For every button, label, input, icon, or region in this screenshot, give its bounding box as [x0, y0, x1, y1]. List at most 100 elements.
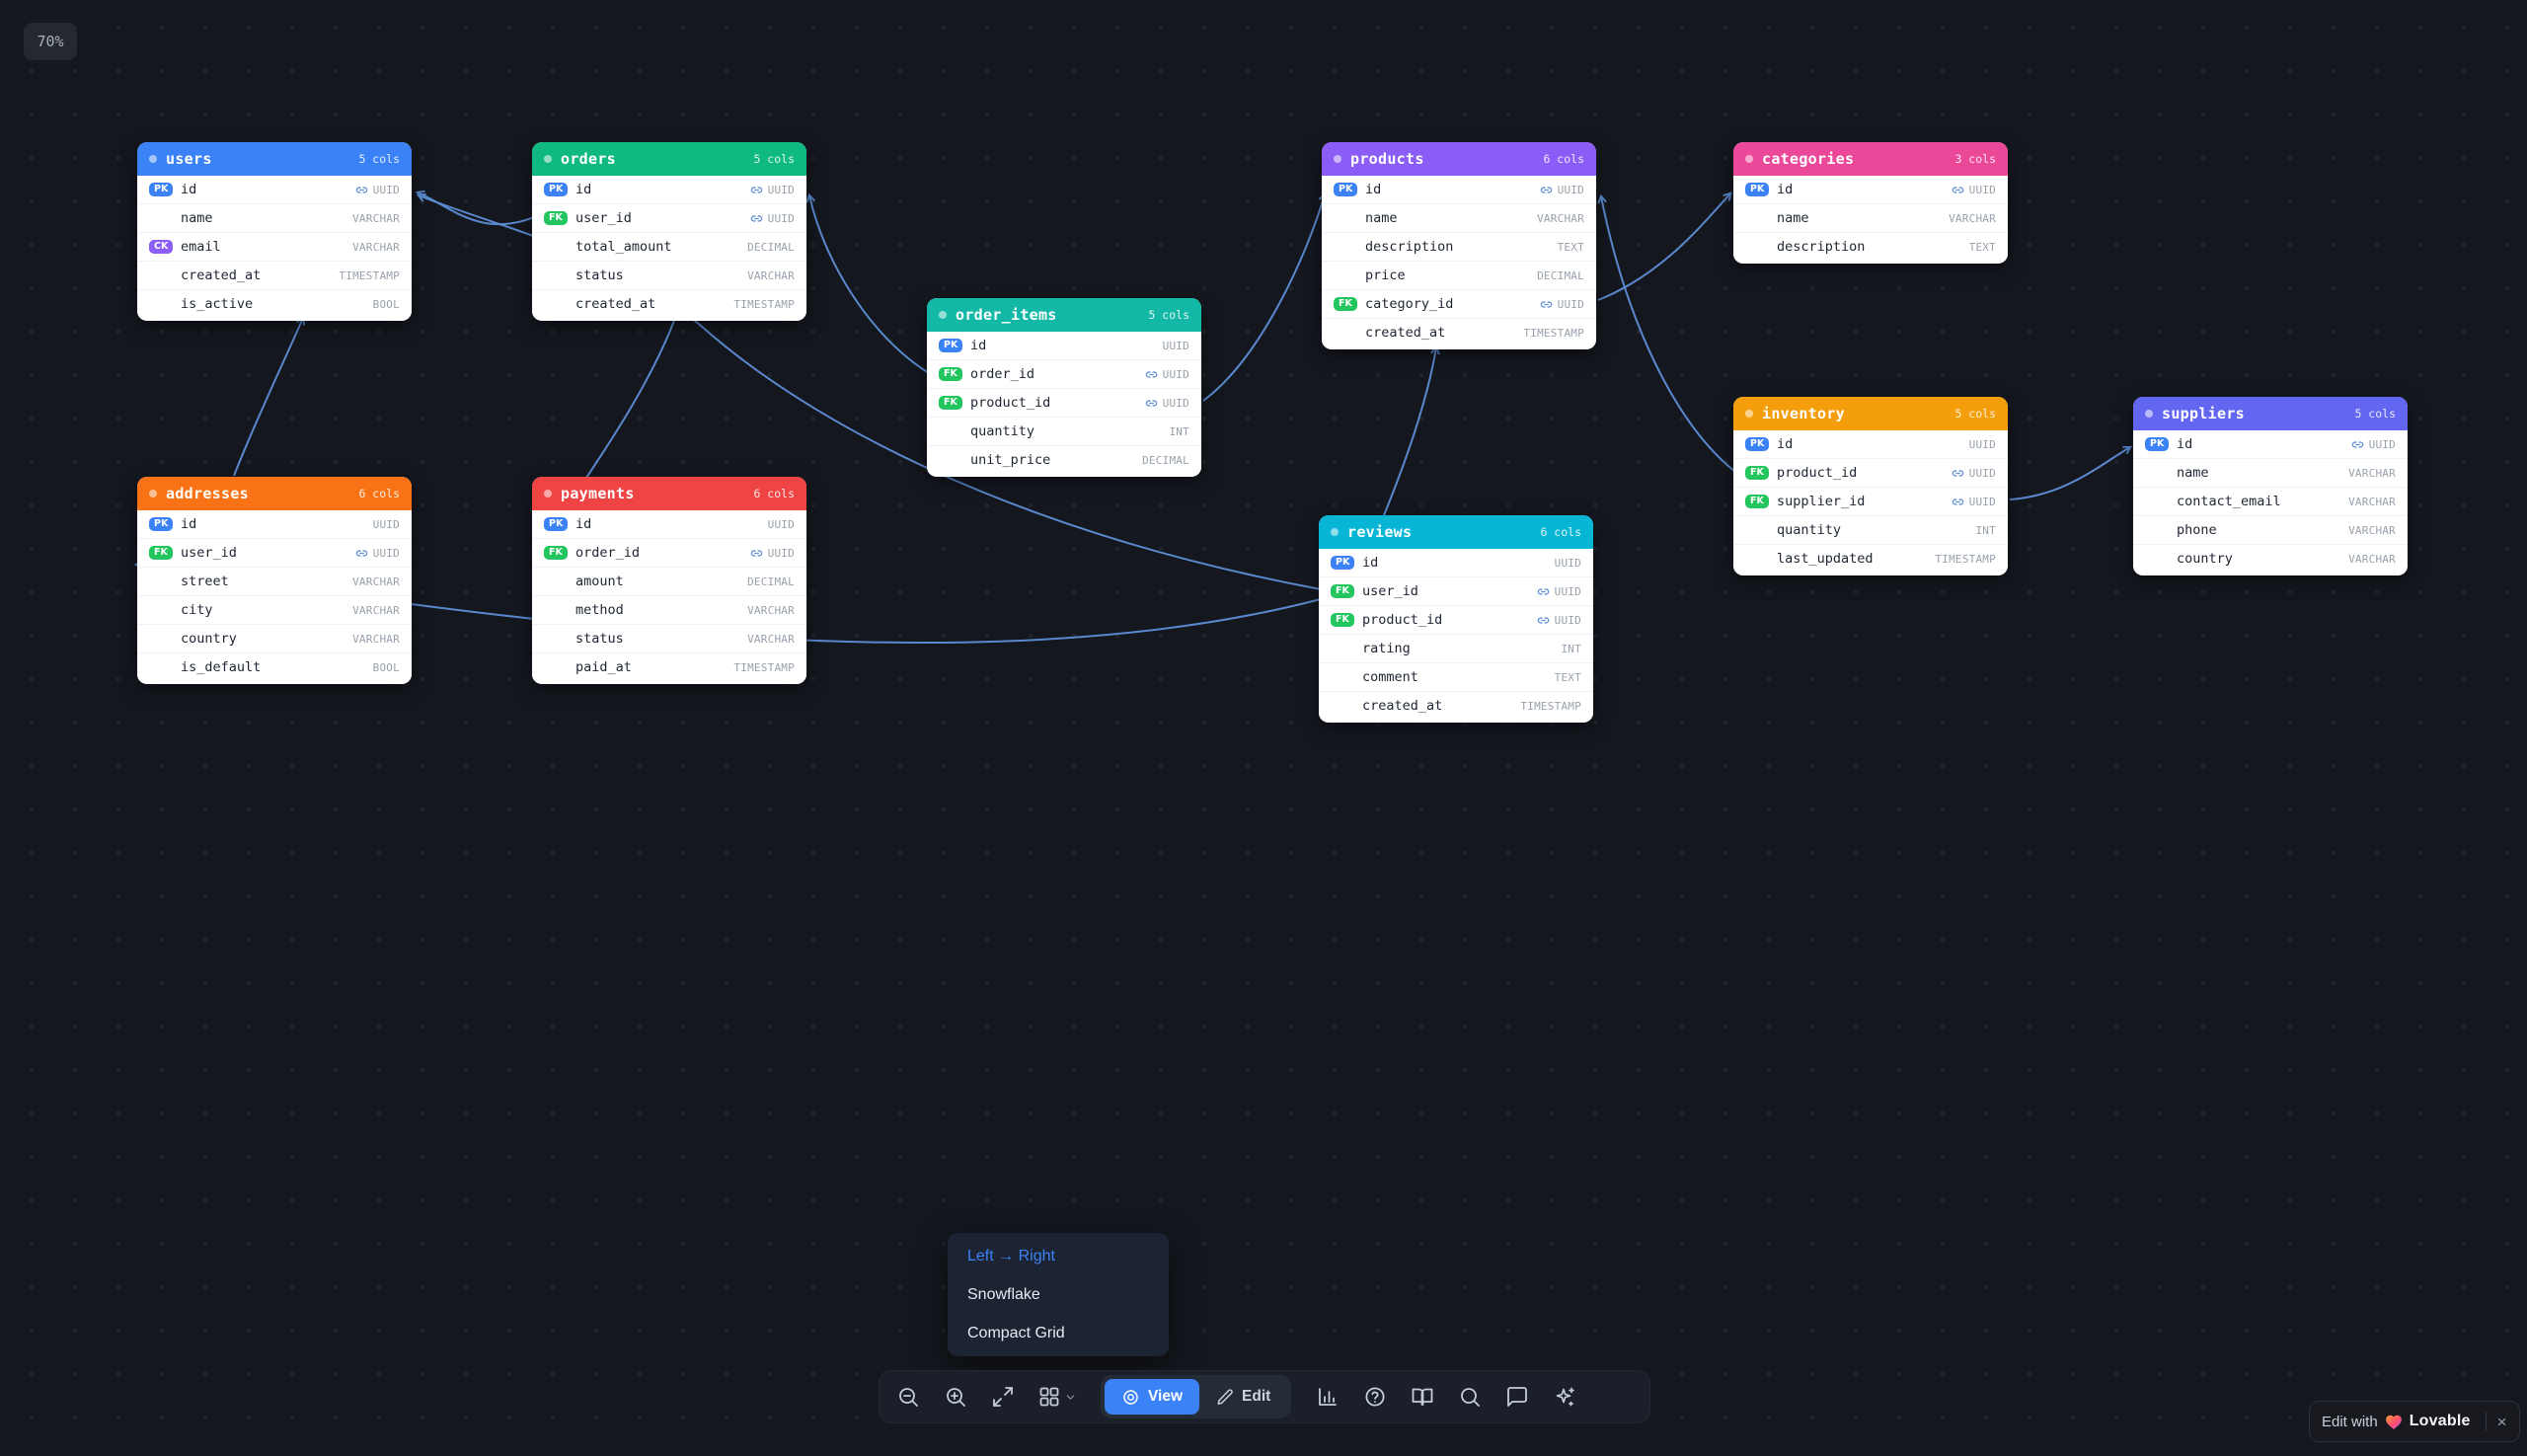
chart-stats-button[interactable] [1307, 1377, 1348, 1417]
relationship-line-products-category_id-to-categories-id[interactable] [1597, 192, 1732, 301]
layout-option-snowflake[interactable]: Snowflake [967, 1285, 1040, 1303]
layout-grid-button[interactable] [1030, 1377, 1085, 1417]
table-dot-icon [544, 155, 552, 163]
help-button[interactable] [1354, 1377, 1396, 1417]
relationship-line-reviews-product_id-to-products-id[interactable] [1383, 345, 1440, 516]
relationship-line-order_items-order_id-to-orders-id[interactable] [805, 192, 930, 374]
relationship-line-inventory-product_id-to-products-id[interactable] [1597, 193, 1736, 473]
edit-mode-button[interactable]: Edit [1199, 1379, 1287, 1415]
relationship-line-orders-user_id-to-users-id[interactable] [415, 190, 535, 226]
ai-assist-button[interactable] [1544, 1377, 1585, 1417]
lovable-close-icon[interactable]: × [2496, 1412, 2507, 1431]
fit-view-button[interactable] [982, 1377, 1024, 1417]
relationship-line-reviews-user_id-to-users-id[interactable] [416, 192, 1322, 590]
relationship-line-addresses-user_id-to-users-id[interactable] [233, 315, 305, 477]
relationship-line-inventory-supplier_id-to-suppliers-id[interactable] [2009, 445, 2132, 500]
zoom-in-button[interactable] [935, 1377, 976, 1417]
relationship-line-order_items-product_id-to-products-id[interactable] [1202, 192, 1328, 402]
edit-with-lovable-badge[interactable]: Edit with Lovable × [2309, 1401, 2520, 1442]
comments-button[interactable] [1496, 1377, 1538, 1417]
view-mode-button[interactable]: View [1105, 1379, 1200, 1415]
search-button[interactable] [1449, 1377, 1491, 1417]
layout-option-left-right[interactable]: Left → Right [967, 1247, 1055, 1264]
zoom-out-button[interactable] [887, 1377, 929, 1417]
layout-option-compact-grid[interactable]: Compact Grid [967, 1324, 1065, 1341]
docs-button[interactable] [1402, 1377, 1443, 1417]
